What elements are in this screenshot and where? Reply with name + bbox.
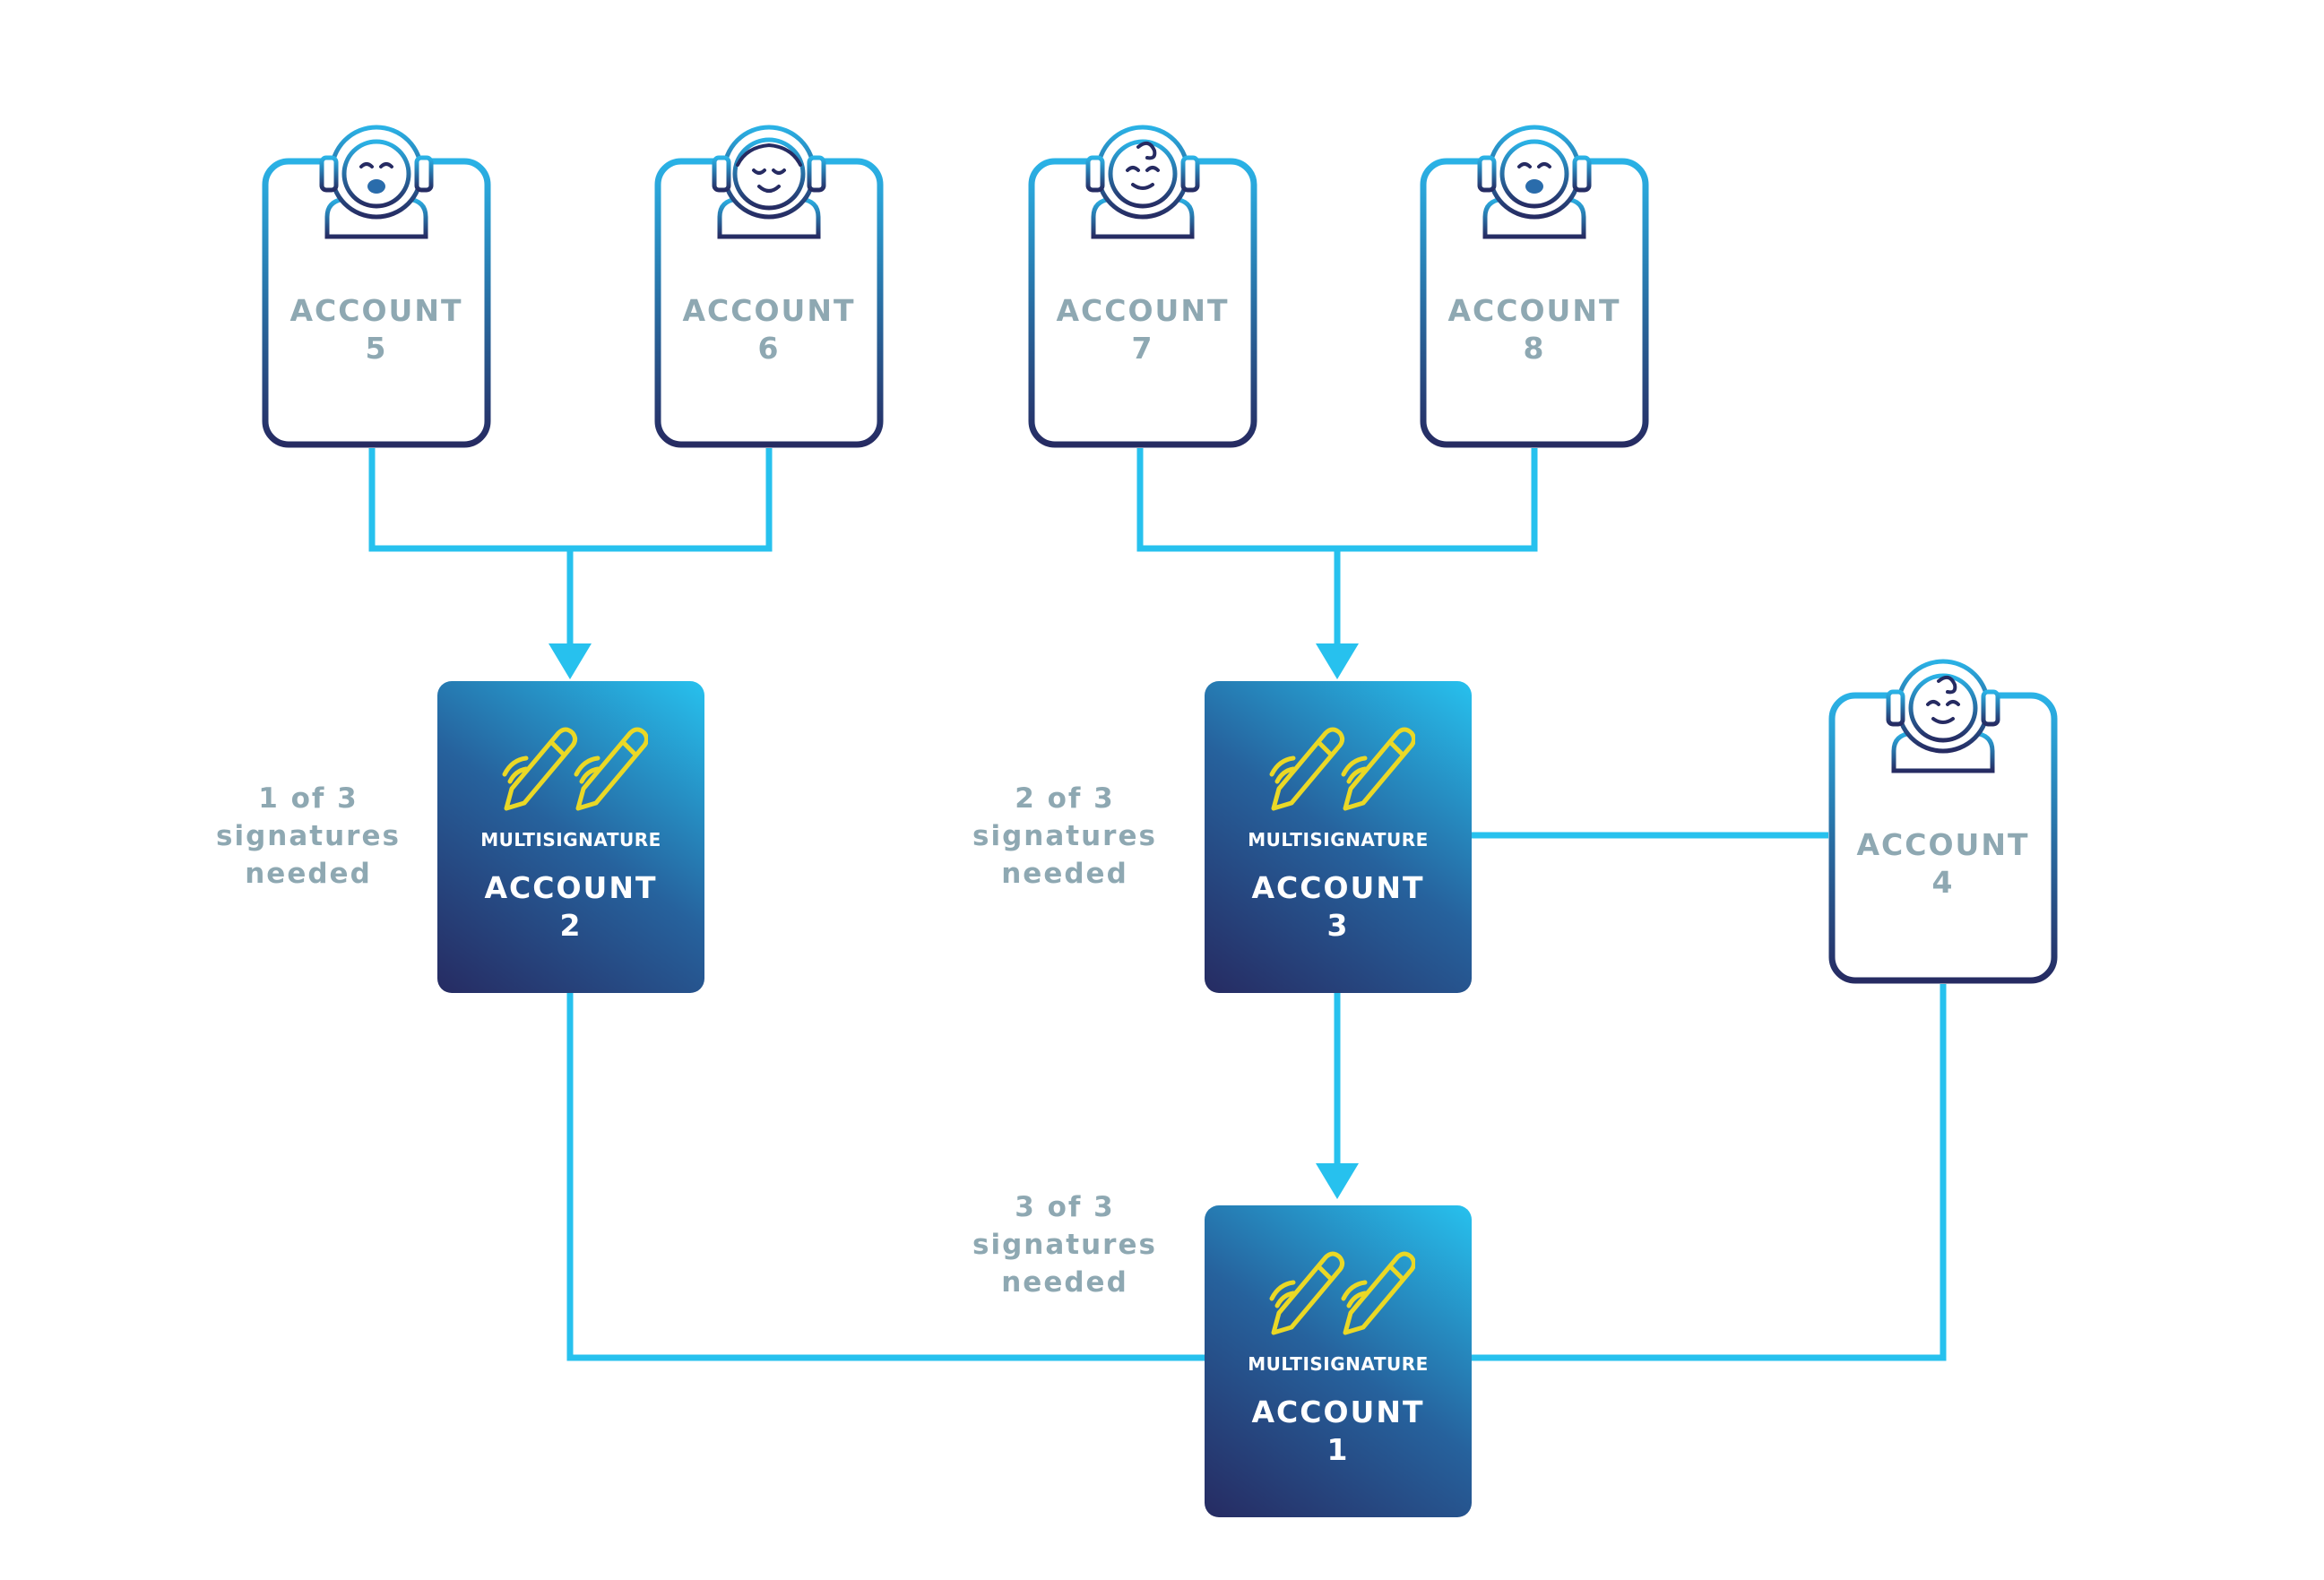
multisig-tag: MULTISIGNATURE [1248,1353,1429,1375]
multisig-account-1: MULTISIGNATURE ACCOUNT 1 [1205,1205,1472,1517]
connector-4-1 [1472,984,1947,1361]
note-signatures: signatures [216,820,401,852]
note-needed: needed [1001,1266,1128,1299]
astronaut-icon [1477,125,1592,239]
account-7-title: ACCOUNT [1056,293,1230,328]
astronaut-icon [1886,659,2000,773]
account-8-number: 8 [1523,331,1546,366]
note-account-3: 2 of 3 signatures needed [948,780,1181,893]
connector-group [368,448,1947,1361]
multisig-account-2: MULTISIGNATURE ACCOUNT 2 [437,681,704,993]
multisig-account-3-title: ACCOUNT [1251,870,1425,905]
multisig-tag: MULTISIGNATURE [480,829,661,850]
connector-2-1 [566,993,1205,1361]
arrowheads [549,643,1359,1199]
account-5-number: 5 [365,331,388,366]
note-account-1: 3 of 3 signatures needed [948,1188,1181,1301]
account-5-title: ACCOUNT [289,293,463,328]
note-needed: needed [1001,858,1128,890]
multisig-account-2-number: 2 [559,908,583,943]
connector-7-8 [1136,448,1538,552]
account-8-card: ACCOUNT 8 [1420,125,1649,448]
account-5-card: ACCOUNT 5 [262,125,491,448]
connector-5-6 [368,448,773,552]
account-6-card: ACCOUNT 6 [654,125,884,448]
multisig-account-3: MULTISIGNATURE ACCOUNT 3 [1205,681,1472,993]
arrowhead-to-2 [549,643,592,679]
note-signatures: signatures [972,1229,1157,1261]
account-4-number: 4 [1931,865,1955,900]
astronaut-icon [712,125,826,239]
signing-pens-icon [1269,727,1415,811]
multisig-account-3-number: 3 [1326,908,1350,943]
account-6-title: ACCOUNT [682,293,856,328]
note-needed: needed [245,858,372,890]
signing-pens-icon [1269,1251,1415,1335]
note-count: 1 of 3 [258,782,359,815]
account-8-title: ACCOUNT [1447,293,1621,328]
note-count: 3 of 3 [1015,1191,1115,1223]
arrowhead-to-1 [1316,1163,1359,1199]
note-signatures: signatures [972,820,1157,852]
account-7-number: 7 [1131,331,1154,366]
multisig-account-1-number: 1 [1326,1432,1350,1467]
multisig-account-1-title: ACCOUNT [1251,1394,1425,1429]
note-account-2: 1 of 3 signatures needed [192,780,425,893]
arrowhead-to-3 [1316,643,1359,679]
account-7-card: ACCOUNT 7 [1028,125,1257,448]
account-4-title: ACCOUNT [1856,827,2030,862]
note-count: 2 of 3 [1015,782,1115,815]
multisig-account-2-title: ACCOUNT [484,870,658,905]
account-4-card: ACCOUNT 4 [1828,659,2058,984]
multisig-tag: MULTISIGNATURE [1248,829,1429,850]
astronaut-icon [1085,125,1200,239]
astronaut-icon [319,125,434,239]
signing-pens-icon [502,727,648,811]
account-6-number: 6 [757,331,781,366]
